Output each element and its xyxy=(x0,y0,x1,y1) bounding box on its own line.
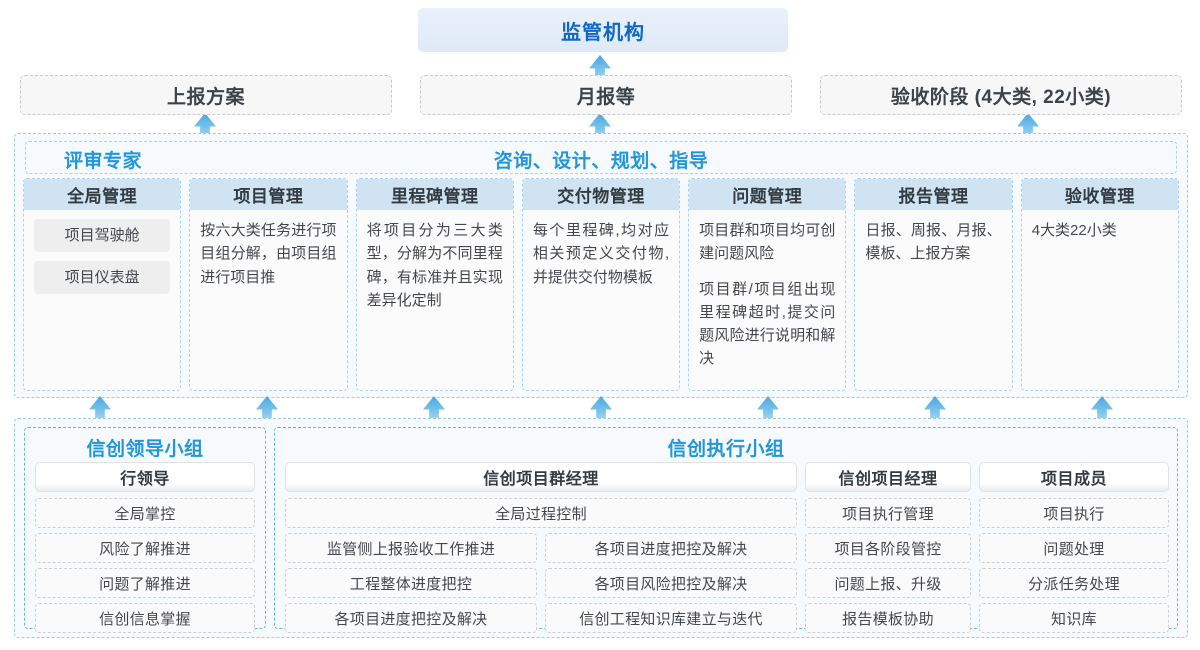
card-project-management[interactable]: 项目管理 按六大类任务进行项目组分解，由项目组进行项目推 xyxy=(189,178,348,391)
pill-item[interactable]: 项目仪表盘 xyxy=(34,261,171,294)
card-title: 问题管理 xyxy=(689,179,846,210)
execution-group-title: 信创执行小组 xyxy=(667,439,785,460)
card-global-management[interactable]: 全局管理 项目驾驶舱 项目仪表盘 xyxy=(23,178,182,391)
list-item[interactable]: 全局过程控制 xyxy=(285,498,797,528)
card-title: 全局管理 xyxy=(24,179,181,210)
card-body: 项目群和项目均可创建问题风险 项目群/项目组出现里程碑超时,提交问题风险进行说明… xyxy=(689,210,845,390)
leadership-group-title: 信创领导小组 xyxy=(86,439,204,460)
role-header-project-manager: 信创项目经理 xyxy=(805,462,971,492)
list-item[interactable]: 项目执行管理 xyxy=(805,498,971,528)
program-manager-column: 信创项目群经理 全局过程控制 监管侧上报验收工作推进 工程整体进度把控 各项目进… xyxy=(285,462,797,633)
review-expert-label: 评审专家 xyxy=(64,151,143,172)
list-item[interactable]: 信创信息掌握 xyxy=(35,603,255,633)
capability-panel-header: 评审专家 咨询、设计、规划、指导 xyxy=(25,141,1177,174)
card-body: 每个里程碑,均对应相关预定义交付物,并提供交付物模板 xyxy=(523,210,679,390)
list-item[interactable]: 各项目进度把控及解决 xyxy=(545,533,797,563)
list-item[interactable]: 信创工程知识库建立与迭代 xyxy=(545,603,797,633)
role-header-bank-leader: 行领导 xyxy=(35,462,255,492)
card-issue-management[interactable]: 问题管理 项目群和项目均可创建问题风险 项目群/项目组出现里程碑超时,提交问题风… xyxy=(688,178,847,391)
list-item[interactable]: 问题处理 xyxy=(979,533,1169,563)
card-body: 按六大类任务进行项目组分解，由项目组进行项目推 xyxy=(190,210,346,390)
card-deliverable-management[interactable]: 交付物管理 每个里程碑,均对应相关预定义交付物,并提供交付物模板 xyxy=(521,178,681,391)
list-item[interactable]: 工程整体进度把控 xyxy=(285,568,537,598)
card-paragraph: 按六大类任务进行项目组分解，由项目组进行项目推 xyxy=(200,222,337,286)
list-item[interactable]: 分派任务处理 xyxy=(979,568,1169,598)
card-body: 4大类22小类 xyxy=(1022,210,1178,390)
list-item[interactable]: 问题上报、升级 xyxy=(805,568,971,598)
execution-group: 信创执行小组 信创项目群经理 全局过程控制 监管侧上报验收工作推进 工程整体进度… xyxy=(274,427,1178,633)
card-title: 里程碑管理 xyxy=(356,179,513,210)
list-item[interactable]: 报告模板协助 xyxy=(805,603,971,633)
card-paragraph: 4大类22小类 xyxy=(1031,222,1117,239)
card-title: 验收管理 xyxy=(1021,179,1178,210)
report-box-monthly: 月报等 xyxy=(420,75,792,115)
list-item[interactable]: 风险了解推进 xyxy=(35,533,255,563)
list-item[interactable]: 各项目进度把控及解决 xyxy=(285,603,537,633)
list-item[interactable]: 知识库 xyxy=(979,603,1169,633)
program-manager-left-items: 监管侧上报验收工作推进 工程整体进度把控 各项目进度把控及解决 xyxy=(285,533,537,633)
card-acceptance-management[interactable]: 验收管理 4大类22小类 xyxy=(1020,178,1179,391)
leadership-group-body: 行领导 全局掌控 风险了解推进 问题了解推进 信创信息掌握 xyxy=(35,462,255,633)
role-header-project-member: 项目成员 xyxy=(979,462,1169,492)
card-body: 将项目分为三大类型，分解为不同里程碑，有标准并且实现差异化定制 xyxy=(357,210,513,390)
card-paragraph: 项目群/项目组出现里程碑超时,提交问题风险进行说明和解决 xyxy=(699,280,836,368)
project-manager-column: 信创项目经理 项目执行管理 项目各阶段管控 问题上报、升级 报告模板协助 xyxy=(805,462,971,633)
project-member-column: 项目成员 项目执行 问题处理 分派任务处理 知识库 xyxy=(979,462,1169,633)
list-item[interactable]: 项目各阶段管控 xyxy=(805,533,971,563)
execution-group-columns: 信创项目群经理 全局过程控制 监管侧上报验收工作推进 工程整体进度把控 各项目进… xyxy=(285,462,1169,633)
pill-item[interactable]: 项目驾驶舱 xyxy=(34,219,171,252)
card-body: 日报、周报、月报、模板、上报方案 xyxy=(855,210,1011,390)
program-manager-right-items: 各项目进度把控及解决 各项目风险把控及解决 信创工程知识库建立与迭代 xyxy=(545,533,797,633)
role-header-program-manager: 信创项目群经理 xyxy=(285,462,797,492)
organization-panel: 信创领导小组 行领导 全局掌控 风险了解推进 问题了解推进 信创信息掌握 信创执… xyxy=(14,418,1188,638)
card-paragraph: 项目群和项目均可创建问题风险 xyxy=(699,222,836,263)
card-title: 交付物管理 xyxy=(522,179,680,210)
list-item[interactable]: 问题了解推进 xyxy=(35,568,255,598)
program-manager-item-list: 全局过程控制 监管侧上报验收工作推进 工程整体进度把控 各项目进度把控及解决 各… xyxy=(285,498,797,633)
regulator-box: 监管机构 xyxy=(418,8,788,52)
list-item[interactable]: 全局掌控 xyxy=(35,498,255,528)
card-body: 项目驾驶舱 项目仪表盘 xyxy=(24,210,180,390)
card-paragraph: 日报、周报、月报、模板、上报方案 xyxy=(865,222,1002,263)
list-item[interactable]: 各项目风险把控及解决 xyxy=(545,568,797,598)
capability-panel: 评审专家 咨询、设计、规划、指导 全局管理 项目驾驶舱 项目仪表盘 项目管理 按… xyxy=(14,133,1188,398)
consulting-label: 咨询、设计、规划、指导 xyxy=(493,151,709,172)
card-report-management[interactable]: 报告管理 日报、周报、月报、模板、上报方案 xyxy=(854,178,1013,391)
project-manager-item-list: 项目执行管理 项目各阶段管控 问题上报、升级 报告模板协助 xyxy=(805,498,971,633)
card-paragraph: 每个里程碑,均对应相关预定义交付物,并提供交付物模板 xyxy=(532,222,670,286)
leadership-item-list: 全局掌控 风险了解推进 问题了解推进 信创信息掌握 xyxy=(35,498,255,633)
report-box-acceptance: 验收阶段 (4大类, 22小类) xyxy=(820,75,1182,115)
capability-card-list: 全局管理 项目驾驶舱 项目仪表盘 项目管理 按六大类任务进行项目组分解，由项目组… xyxy=(23,178,1179,391)
list-item[interactable]: 监管侧上报验收工作推进 xyxy=(285,533,537,563)
card-title: 项目管理 xyxy=(190,179,347,210)
program-manager-item-grid: 监管侧上报验收工作推进 工程整体进度把控 各项目进度把控及解决 各项目进度把控及… xyxy=(285,533,797,633)
card-paragraph: 将项目分为三大类型，分解为不同里程碑，有标准并且实现差异化定制 xyxy=(366,222,503,309)
list-item[interactable]: 项目执行 xyxy=(979,498,1169,528)
report-box-plan: 上报方案 xyxy=(20,75,392,115)
leadership-group: 信创领导小组 行领导 全局掌控 风险了解推进 问题了解推进 信创信息掌握 xyxy=(24,427,266,633)
card-title: 报告管理 xyxy=(855,179,1012,210)
project-member-item-list: 项目执行 问题处理 分派任务处理 知识库 xyxy=(979,498,1169,633)
card-milestone-management[interactable]: 里程碑管理 将项目分为三大类型，分解为不同里程碑，有标准并且实现差异化定制 xyxy=(355,178,514,391)
